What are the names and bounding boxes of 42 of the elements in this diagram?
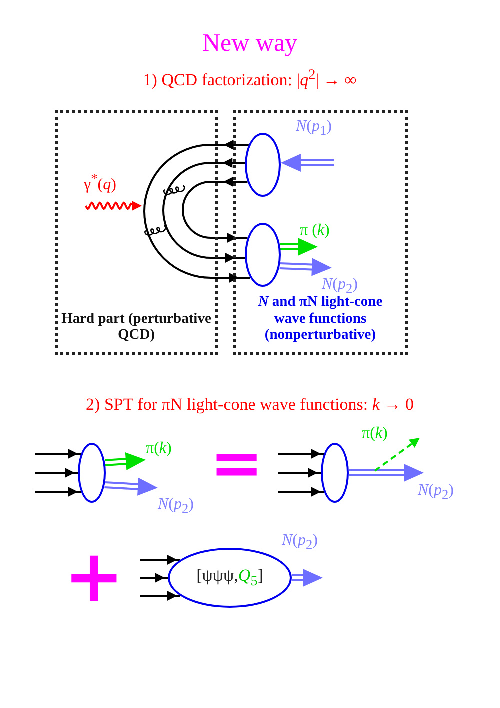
box-caption: N and πN light-cone wave functions (nonperturbative) [257, 294, 384, 344]
ellipse: [ψψψ,Q$_{5}$] [168, 548, 292, 608]
edge-label: π(k) [146, 440, 172, 458]
double-arrow [104, 478, 158, 496]
plus-sign: + [64, 540, 124, 612]
edge-label: γ$^{*}$(q) [84, 172, 116, 194]
edge-label: N(p$_{2}$) [322, 276, 358, 296]
double-arrow [280, 238, 318, 256]
double-arrow [349, 464, 424, 482]
section-heading: 2) SPT for πN light-cone wave functions: k → 0 [85, 396, 415, 415]
dotted-box [233, 110, 408, 355]
section-heading: 1) QCD factorization: |q$^{2}$| → ∞ [142, 68, 358, 90]
arrow [278, 487, 324, 497]
edge-label: N(p$_{2}$) [418, 482, 454, 503]
arrow [213, 233, 248, 243]
arrow [140, 555, 180, 565]
double-arrow [292, 569, 323, 587]
double-arrow [104, 452, 146, 470]
edge-label: N(p$_{1}$) [296, 118, 332, 139]
arrow [140, 591, 180, 601]
arrow [278, 449, 324, 459]
edge-label: N(p$_{2}$) [158, 496, 194, 517]
arrow [213, 273, 250, 283]
dotted-box [55, 110, 218, 355]
arrow [35, 449, 82, 459]
arrow [213, 140, 249, 150]
arrow [278, 468, 321, 478]
arrow [35, 468, 78, 478]
arrow [213, 177, 248, 187]
arrow [35, 487, 82, 497]
quark-loop-drawing [143, 143, 213, 280]
double-arrow [280, 154, 334, 172]
edge-label: π (k) [300, 222, 330, 240]
photon-wavy-arrow [85, 201, 142, 211]
arrow [213, 158, 246, 168]
double-arrow [280, 258, 332, 276]
diagram-title: New way [201, 30, 299, 58]
arrow [213, 253, 246, 263]
arrow [140, 573, 168, 583]
box-caption: Hard part (perturbative QCD) [60, 310, 212, 344]
equals-sign: = [210, 432, 264, 496]
particle-label: π(k) [362, 425, 388, 443]
